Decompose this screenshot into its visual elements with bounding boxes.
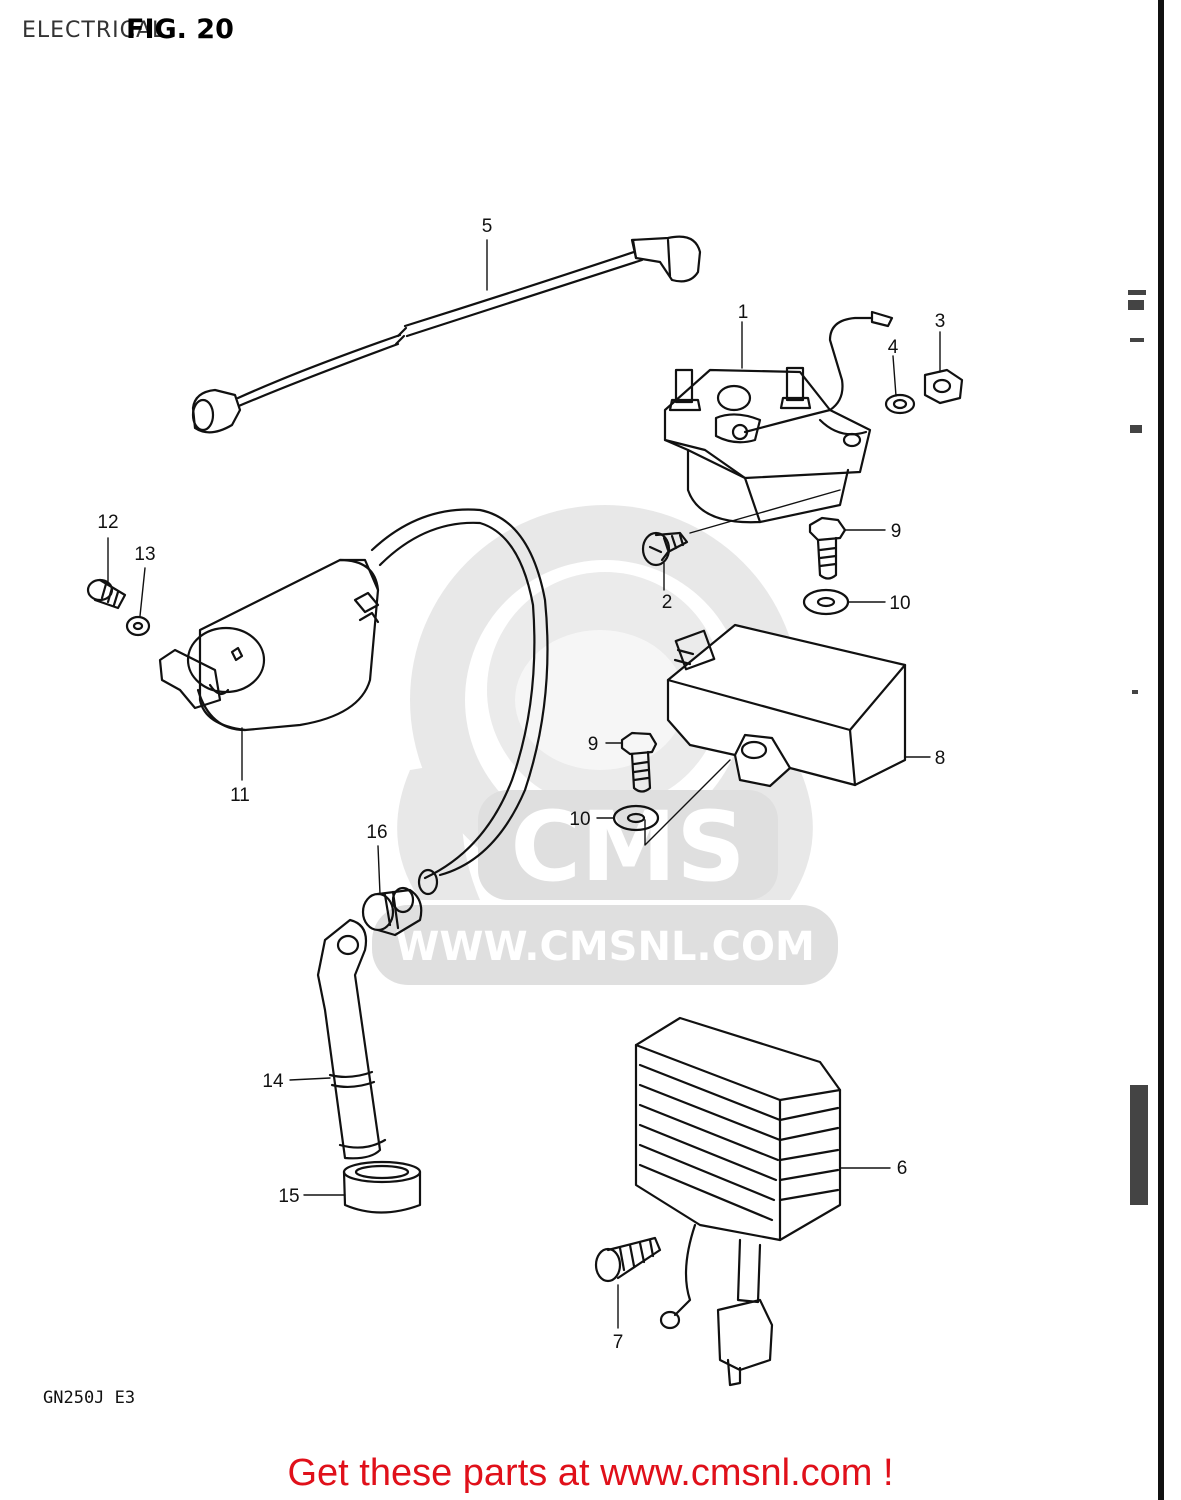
scan-noise <box>1128 290 1148 1205</box>
cmsnl-watermark: CMS WWW.CMSNL.COM <box>372 505 838 985</box>
bolt-9-upper <box>808 516 847 580</box>
ignition-coil <box>158 558 380 732</box>
callout-10-lower: 10 <box>569 809 590 830</box>
screw-12 <box>86 578 127 610</box>
callout-4: 4 <box>888 337 899 358</box>
callout-3: 3 <box>935 311 946 332</box>
screw-2 <box>641 531 689 567</box>
watermark-url: WWW.CMSNL.COM <box>395 924 815 970</box>
footer-link-text[interactable]: Get these parts at www.cmsnl.com ! <box>287 1452 894 1494</box>
bolt-9-lower <box>620 731 658 793</box>
screw-7 <box>594 1236 662 1283</box>
plug-cap-14 <box>316 918 387 1160</box>
callout-16: 16 <box>366 822 387 843</box>
callout-10-upper: 10 <box>889 593 910 614</box>
high-tension-cord <box>370 508 549 896</box>
watermark-brand: CMS <box>510 791 745 903</box>
callout-7: 7 <box>613 1332 624 1353</box>
callout-5: 5 <box>482 216 493 237</box>
model-code: GN250J E3 <box>43 1388 136 1408</box>
figure-number: FIG. 20 <box>126 14 234 45</box>
callout-8: 8 <box>935 748 946 769</box>
callout-1: 1 <box>738 302 749 323</box>
callout-2: 2 <box>662 592 673 613</box>
callout-labels: 1 2 3 4 5 6 7 8 9 9 10 10 11 12 13 14 15… <box>97 216 945 1353</box>
callout-9-lower: 9 <box>588 734 599 755</box>
nut-3 <box>923 368 964 405</box>
section-title: ELECTRICAL <box>22 18 166 43</box>
washer-13 <box>125 615 151 637</box>
callout-13: 13 <box>134 544 155 565</box>
leader-lines <box>107 239 941 1329</box>
seal-16 <box>361 886 423 937</box>
igniter-unit <box>666 623 907 788</box>
callout-9-upper: 9 <box>891 521 902 542</box>
washer-10-upper <box>802 588 850 616</box>
callout-6: 6 <box>897 1158 908 1179</box>
callout-15: 15 <box>278 1186 299 1207</box>
callout-14: 14 <box>262 1071 284 1092</box>
starter-relay <box>663 310 894 524</box>
cap-cover-15 <box>342 1160 422 1214</box>
regulator-rectifier <box>634 1016 842 1387</box>
callout-11: 11 <box>230 785 250 806</box>
callout-12: 12 <box>97 512 118 533</box>
lead-wire <box>191 235 702 434</box>
washer-4 <box>884 393 916 415</box>
frame-border <box>1158 0 1164 1500</box>
